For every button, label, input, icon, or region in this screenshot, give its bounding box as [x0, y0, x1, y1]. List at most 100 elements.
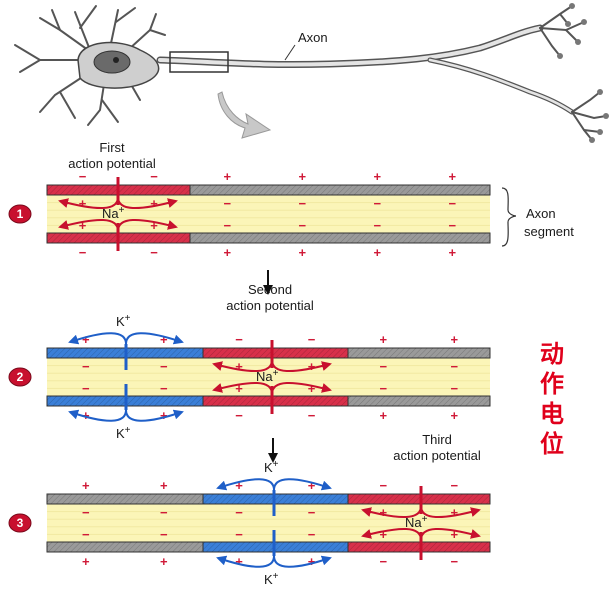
k-ion-label-top: K+ — [264, 459, 279, 475]
na-influx-arrow — [58, 196, 119, 210]
membrane-texture — [47, 494, 203, 504]
axon-segment-label-line2: segment — [524, 224, 574, 239]
na-influx-arrow — [420, 527, 481, 541]
outside-charge: − — [308, 408, 316, 423]
outside-charge: + — [380, 408, 388, 423]
outside-charge: + — [235, 554, 243, 569]
step-number: 2 — [17, 370, 24, 384]
panel-title-line1: First — [99, 140, 125, 155]
axon-interior — [47, 358, 490, 396]
inside-charge: − — [308, 527, 316, 542]
inside-charge: + — [451, 527, 459, 542]
inside-charge: − — [82, 359, 90, 374]
outside-charge: − — [150, 169, 158, 184]
outside-charge: − — [380, 554, 388, 569]
k-efflux-arrow — [273, 555, 332, 568]
outside-charge: + — [224, 169, 232, 184]
outside-charge: − — [451, 478, 459, 493]
inside-charge: + — [235, 359, 243, 374]
inside-charge: + — [235, 381, 243, 396]
na-influx-arrow — [212, 381, 273, 395]
neuron-illustration: Axon — [14, 3, 609, 143]
membrane-texture — [348, 542, 490, 552]
inside-charge: − — [451, 359, 459, 374]
inside-charge: + — [451, 505, 459, 520]
outside-charge: + — [451, 408, 459, 423]
na-influx-arrow — [212, 359, 273, 373]
inside-charge: − — [235, 527, 243, 542]
outside-charge: + — [82, 332, 90, 347]
membrane-texture — [203, 396, 348, 406]
caption-char-1: 动 — [540, 340, 564, 368]
outside-charge: + — [160, 332, 168, 347]
step-number: 3 — [17, 516, 24, 530]
outside-charge: + — [235, 478, 243, 493]
inside-charge: + — [150, 218, 158, 233]
inside-charge: − — [82, 381, 90, 396]
inside-charge: − — [299, 218, 307, 233]
inside-charge: − — [374, 218, 382, 233]
axon-segment-bracket: Axon segment — [501, 187, 574, 247]
membrane-texture — [348, 396, 490, 406]
inside-charge: − — [380, 359, 388, 374]
membrane-texture — [190, 233, 490, 243]
na-influx-arrow — [271, 359, 332, 373]
na-influx-arrow — [58, 218, 119, 232]
axon-segment-box — [169, 51, 229, 73]
panel-title-line2: action potential — [226, 298, 314, 313]
inside-charge: + — [380, 527, 388, 542]
na-influx-arrow — [420, 505, 481, 519]
inside-charge: + — [308, 381, 316, 396]
outside-charge: − — [235, 332, 243, 347]
membrane-texture — [348, 348, 490, 358]
axon-label: Axon — [298, 30, 328, 45]
outside-charge: − — [235, 408, 243, 423]
inside-charge: − — [380, 381, 388, 396]
chinese-caption: 动 作 电 位 — [540, 340, 564, 458]
inside-charge: − — [374, 196, 382, 211]
panel-title-line1: Third — [422, 432, 452, 447]
panel-step-3: ++−−++−−++−−++−−−−++−−++Na+K+K+Thirdacti… — [8, 432, 491, 587]
outside-charge: + — [308, 478, 316, 493]
terminal-boutons — [557, 3, 609, 143]
outside-charge: + — [308, 554, 316, 569]
inside-charge: − — [160, 505, 168, 520]
na-influx-arrow — [117, 196, 178, 210]
k-efflux-arrow — [273, 478, 332, 491]
step-badge — [8, 204, 32, 224]
inside-charge: − — [224, 196, 232, 211]
na-influx-arrow — [117, 218, 178, 232]
outside-charge: + — [160, 478, 168, 493]
panel-title-line1: Second — [248, 282, 292, 297]
axon-interior — [47, 195, 490, 233]
panel-title-line2: action potential — [393, 448, 481, 463]
outside-charge: + — [374, 245, 382, 260]
inside-charge: + — [380, 505, 388, 520]
k-efflux-arrow — [68, 409, 127, 422]
inside-charge: − — [82, 527, 90, 542]
membrane-texture — [203, 348, 348, 358]
caption-char-2: 作 — [540, 370, 564, 398]
inside-charge: + — [79, 218, 87, 233]
inside-charge: + — [79, 196, 87, 211]
outside-charge: − — [79, 169, 87, 184]
k-efflux-arrow — [125, 332, 184, 345]
outside-charge: − — [79, 245, 87, 260]
outside-charge: + — [299, 169, 307, 184]
axon-interior — [47, 504, 490, 542]
outside-charge: − — [150, 245, 158, 260]
inside-charge: + — [150, 196, 158, 211]
k-efflux-arrow — [216, 478, 275, 491]
k-efflux-arrow — [68, 332, 127, 345]
outside-charge: + — [374, 169, 382, 184]
panel-title-line2: action potential — [68, 156, 156, 171]
na-ion-label: Na+ — [256, 368, 279, 384]
k-ion-label-bottom: K+ — [264, 571, 279, 587]
inside-charge: − — [449, 196, 457, 211]
na-influx-arrow — [361, 505, 422, 519]
outside-charge: − — [308, 332, 316, 347]
outside-charge: + — [449, 245, 457, 260]
na-ion-label: Na+ — [102, 205, 125, 221]
outside-charge: + — [82, 478, 90, 493]
outside-charge: + — [82, 408, 90, 423]
